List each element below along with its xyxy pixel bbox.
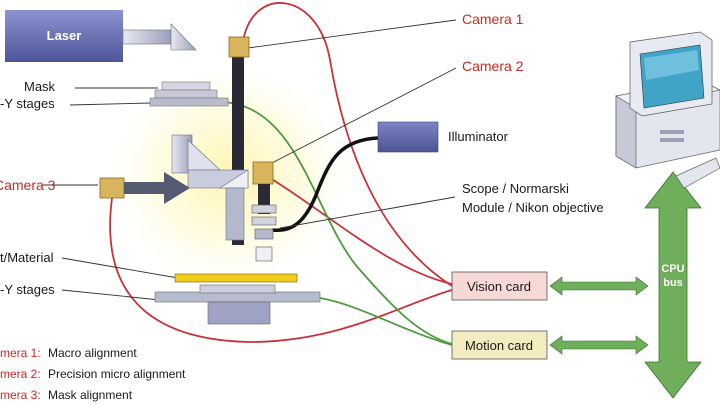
camera1-label: Camera 1	[462, 11, 524, 27]
legend-item-1-desc: Macro alignment	[48, 346, 137, 360]
illuminator-label: Illuminator	[448, 129, 509, 144]
cpu-bus-label-line2: bus	[663, 277, 683, 289]
motion-bus-arrow	[549, 335, 649, 355]
legend-item-2-camera: mera 2:	[0, 367, 41, 381]
camera3	[99, 177, 125, 199]
legend-item-3-camera: mera 3:	[0, 388, 41, 402]
cpu-bus	[644, 171, 702, 399]
camera3-beam	[124, 182, 164, 194]
xy-stages-top-label: -Y stages	[0, 96, 55, 111]
legend-item-2-desc: Precision micro alignment	[48, 367, 186, 381]
camera1-wire	[242, 2, 453, 287]
material-plate	[174, 273, 298, 283]
mask-stage-motion-wire	[221, 101, 453, 345]
computer-icon	[615, 31, 720, 189]
laser: Laser	[5, 10, 197, 62]
vision-bus-arrow	[549, 276, 649, 296]
illuminator-cable	[271, 136, 379, 233]
legend: mera 1: Macro alignment mera 2: Precisio…	[0, 346, 186, 402]
legend-item-3-desc: Mask alignment	[48, 388, 133, 402]
bottom-stage-motion-wire	[319, 297, 453, 346]
camera3-label: Camera 3	[0, 177, 56, 193]
objective-stack	[251, 184, 277, 262]
camera2	[252, 161, 274, 185]
mask-label: Mask	[24, 79, 56, 94]
vision-card: Vision card	[451, 271, 548, 301]
material-label: t/Material	[0, 250, 54, 265]
scope-label-line1: Scope / Normarski	[462, 181, 569, 196]
leader-lines	[42, 19, 457, 301]
camera2-label: Camera 2	[462, 58, 524, 74]
laser-label: Laser	[47, 28, 82, 43]
vision-card-label: Vision card	[467, 279, 531, 294]
legend-item-1-camera: mera 1:	[0, 346, 41, 360]
motion-card-label: Motion card	[465, 338, 533, 353]
illuminator	[377, 121, 439, 153]
scope-label-line2: Module / Nikon objective	[462, 200, 604, 215]
xy-stages-bottom-label: -Y stages	[0, 282, 55, 297]
camera1	[228, 36, 250, 58]
cpu-bus-label-line1: CPU	[661, 263, 684, 275]
camera2-wire	[269, 177, 453, 285]
camera3-beam-arrow	[164, 172, 190, 204]
optics-block	[171, 134, 249, 241]
motion-card: Motion card	[451, 330, 548, 360]
mask-assembly	[149, 81, 229, 107]
bottom-stages	[154, 284, 321, 325]
